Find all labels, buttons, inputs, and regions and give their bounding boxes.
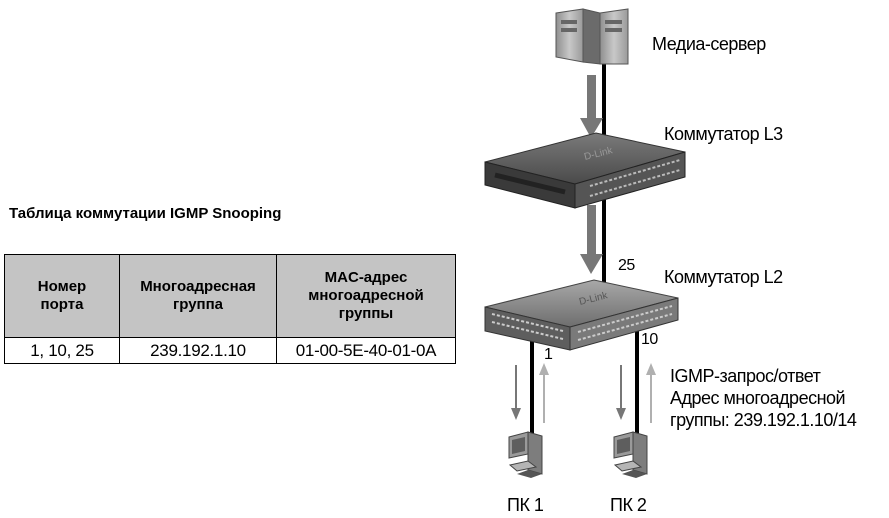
pc2-icon xyxy=(613,431,648,478)
pc2-label: ПК 2 xyxy=(610,495,647,515)
table-cell-mac: 01-00-5E-40-01-0A xyxy=(276,337,456,364)
port-1-label: 1 xyxy=(544,346,553,363)
media-server-label: Медиа-сервер xyxy=(652,34,766,54)
pc1-label: ПК 1 xyxy=(507,495,544,515)
down-arrow-icon xyxy=(511,365,521,420)
up-arrow-icon xyxy=(539,363,549,423)
pc1-icon xyxy=(508,431,543,478)
table-cell-group: 239.192.1.10 xyxy=(119,337,277,364)
switch-l2-label: Коммутатор L2 xyxy=(664,267,783,287)
switch-l2-icon: D-Link xyxy=(484,279,679,351)
port-10-label: 10 xyxy=(641,331,658,348)
igmp-note: IGMP-запрос/ответ Адрес многоадресной гр… xyxy=(670,366,857,430)
column-header-port: Номер порта xyxy=(4,254,120,338)
up-arrow-icon xyxy=(646,363,656,423)
down-arrow-icon xyxy=(580,205,603,274)
column-header-group: Многоадресная группа xyxy=(119,254,277,338)
table-cell-ports: 1, 10, 25 xyxy=(4,337,120,364)
down-arrow-icon xyxy=(616,365,626,420)
port-25-label: 25 xyxy=(618,257,635,274)
down-arrow-icon xyxy=(580,75,603,138)
switch-l3-label: Коммутатор L3 xyxy=(664,124,783,144)
column-header-mac: MAC-адрес многоадресной группы xyxy=(276,254,456,338)
table-row: 1, 10, 25 239.192.1.10 01-00-5E-40-01-0A xyxy=(4,337,456,364)
igmp-snooping-table: Номер порта Многоадресная группа MAC-адр… xyxy=(4,254,456,364)
switch-l3-icon: D-Link xyxy=(484,132,686,209)
media-server-icon xyxy=(555,8,629,65)
table-header-row: Номер порта Многоадресная группа MAC-адр… xyxy=(4,254,456,338)
table-title: Таблица коммутации IGMP Snooping xyxy=(9,205,282,222)
